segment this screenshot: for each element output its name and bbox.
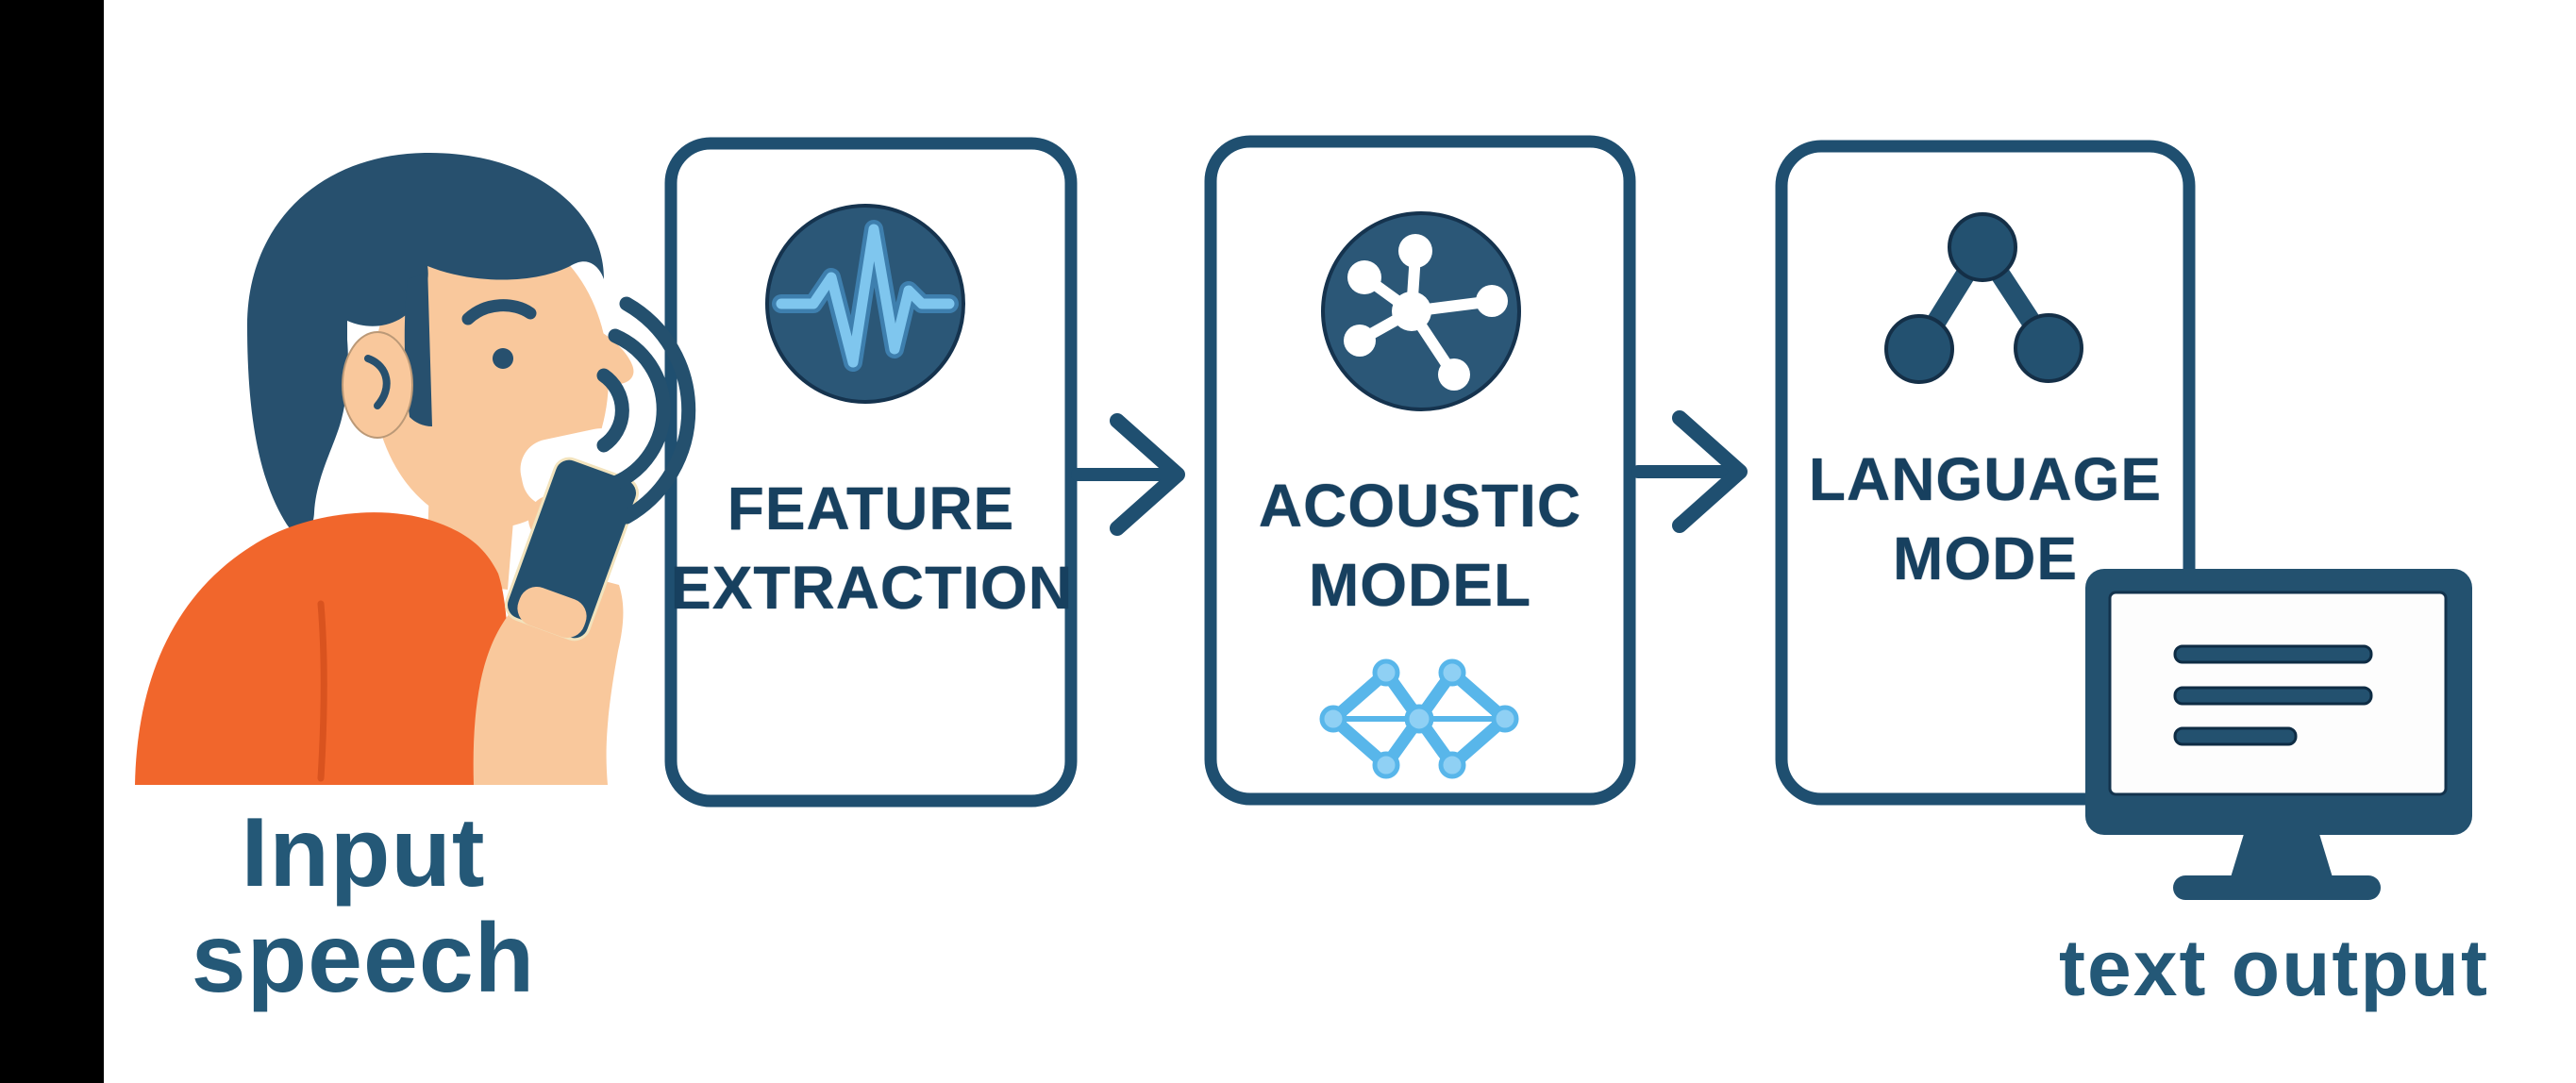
letterbox-bar — [0, 0, 104, 1083]
ear — [342, 331, 413, 439]
text-output-label: text output — [2059, 924, 2489, 1012]
node-tree-icon — [1884, 212, 2083, 384]
arrow-2 — [1631, 410, 1748, 533]
monitor-icon — [2085, 569, 2472, 900]
flow-arrows — [1071, 410, 1748, 536]
monitor-stand — [2231, 834, 2333, 877]
stage2-label-line2: MODEL — [1308, 551, 1532, 619]
speaking-person-illustration — [135, 152, 696, 785]
stage1-label-line2: EXTRACTION — [671, 554, 1073, 622]
stage2-label-line1: ACOUSTIC — [1258, 472, 1582, 540]
eye — [493, 348, 513, 369]
input-label-line1: Input — [241, 798, 486, 908]
stage1-label-line1: FEATURE — [727, 475, 1015, 542]
acoustic-model-box — [1204, 135, 1636, 806]
input-speech-label: Input speech — [104, 800, 623, 1011]
ear-line — [364, 355, 391, 409]
input-label-line2: speech — [191, 904, 536, 1013]
hand — [517, 586, 587, 639]
language-model-label: LANGUAGE MODE — [1781, 440, 2189, 598]
stage3-label-line2: MODE — [1893, 525, 2078, 592]
monitor-base — [2173, 875, 2381, 900]
hair — [247, 152, 604, 535]
waveform-icon — [765, 204, 965, 404]
lattice-graph-icon — [1319, 658, 1519, 779]
stage-boxes — [664, 135, 2196, 808]
shirt-fold — [317, 600, 327, 782]
arrow-1 — [1071, 413, 1185, 536]
screen-text-lines — [2173, 644, 2373, 746]
molecule-network-icon — [1321, 211, 1521, 411]
feature-extraction-label: FEATURE EXTRACTION — [671, 469, 1073, 627]
acoustic-model-label: ACOUSTIC MODEL — [1211, 466, 1630, 625]
stage3-label-line1: LANGUAGE — [1808, 445, 2163, 513]
eyebrow — [461, 299, 537, 325]
sound-waves-icon — [596, 296, 696, 525]
